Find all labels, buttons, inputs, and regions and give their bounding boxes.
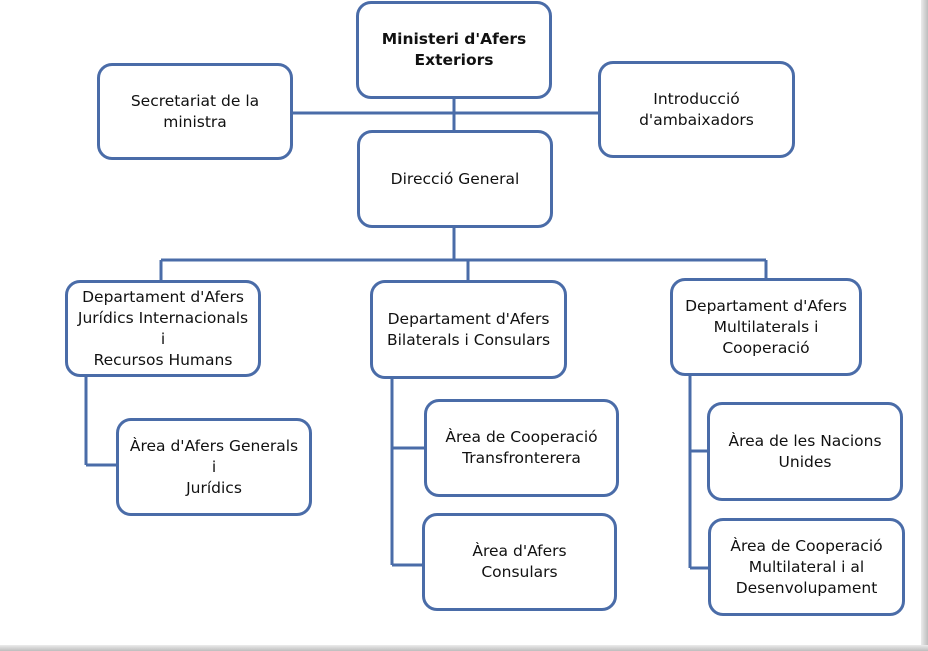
node-introduction-label: Introducció d'ambaixadors xyxy=(639,89,754,129)
shadow-bottom-edge xyxy=(0,645,928,651)
node-dept-bilateral-label: Departament d'Afers Bilaterals i Consula… xyxy=(386,309,551,349)
node-area-crossborder-label: Àrea de Cooperació Transfronterera xyxy=(445,428,598,467)
node-secretariat: Secretariat de la ministra xyxy=(97,63,293,160)
node-dept-legal-label: Departament d'Afers Jurídics Internacion… xyxy=(77,287,249,369)
node-area-consular-label: Àrea d'Afers Consulars xyxy=(472,542,567,581)
node-area-un-label: Àrea de les Nacions Unides xyxy=(728,431,882,471)
node-area-general-legal-label: Àrea d'Afers Generals i Jurídics xyxy=(129,436,299,497)
node-ministry: Ministeri d'Afers Exteriors xyxy=(356,1,552,99)
node-area-general-legal: Àrea d'Afers Generals i Jurídics xyxy=(116,418,312,516)
node-area-un: Àrea de les Nacions Unides xyxy=(707,402,903,501)
shadow-right-edge xyxy=(921,0,928,651)
node-area-crossborder: Àrea de Cooperació Transfronterera xyxy=(424,399,619,497)
node-dept-multilateral-label: Departament d'Afers Multilaterals i Coop… xyxy=(685,296,847,357)
node-area-consular: Àrea d'Afers Consulars xyxy=(422,513,617,611)
node-area-multilateral-coop-label: Àrea de Cooperació Multilateral i al Des… xyxy=(730,536,883,597)
node-dept-legal: Departament d'Afers Jurídics Internacion… xyxy=(65,280,261,377)
node-general-direction: Direcció General xyxy=(357,130,553,228)
node-ministry-label: Ministeri d'Afers Exteriors xyxy=(381,30,527,69)
node-general-direction-label: Direcció General xyxy=(390,169,520,188)
node-dept-multilateral: Departament d'Afers Multilaterals i Coop… xyxy=(670,278,862,376)
node-area-multilateral-coop: Àrea de Cooperació Multilateral i al Des… xyxy=(708,518,905,616)
node-secretariat-label: Secretariat de la ministra xyxy=(130,91,260,131)
node-dept-bilateral: Departament d'Afers Bilaterals i Consula… xyxy=(370,280,567,379)
node-introduction: Introducció d'ambaixadors xyxy=(598,61,795,158)
